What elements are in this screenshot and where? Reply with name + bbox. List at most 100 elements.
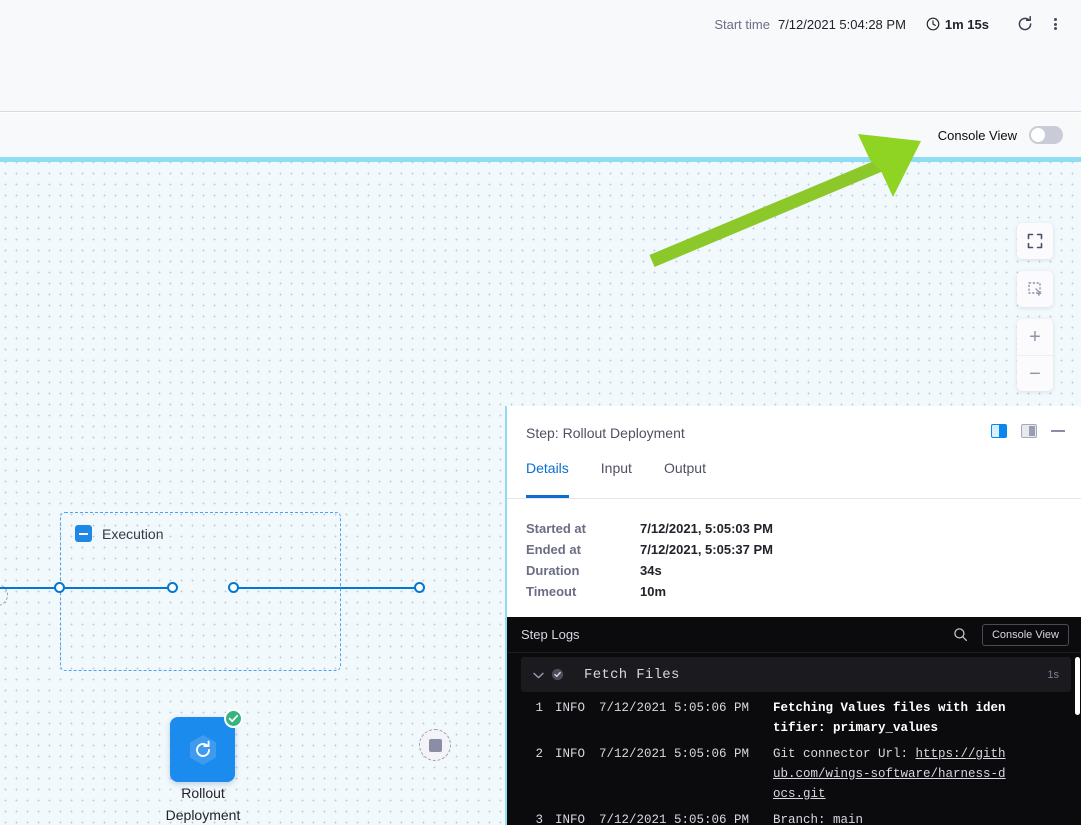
duration-group: 1m 15s xyxy=(926,17,989,32)
stop-square-icon xyxy=(428,738,442,752)
node-label-line-2: Deployment xyxy=(165,807,241,823)
port-node-in[interactable] xyxy=(167,582,178,593)
console-view-toggle[interactable] xyxy=(1029,126,1063,144)
port-end-in[interactable] xyxy=(414,582,425,593)
step-details-list: Started at 7/12/2021, 5:05:03 PM Ended a… xyxy=(507,499,1081,599)
clock-icon xyxy=(926,17,940,31)
execution-group[interactable]: Execution xyxy=(60,512,341,671)
log-line-number: 2 xyxy=(535,747,543,761)
log-group-name: Fetch Files xyxy=(584,666,680,683)
log-timestamp: 7/12/2021 5:05:06 PM xyxy=(599,813,750,825)
log-message: Branch: main xyxy=(773,813,864,825)
step-logs-actions: Console View xyxy=(953,623,1069,646)
detail-value: 7/12/2021, 5:05:03 PM xyxy=(640,521,773,536)
collapse-group-button[interactable] xyxy=(75,525,92,542)
log-message-link[interactable]: https://github.com/wings-software/harnes… xyxy=(773,747,1006,801)
detail-row: Started at 7/12/2021, 5:05:03 PM xyxy=(526,521,1081,536)
pipeline-end-node[interactable] xyxy=(419,729,451,761)
port-left-group[interactable] xyxy=(54,582,65,593)
fullscreen-icon xyxy=(1027,233,1043,249)
zoom-in-button[interactable]: + xyxy=(1017,319,1053,355)
detail-row: Timeout 10m xyxy=(526,584,1081,599)
step-panel-header: Step: Rollout Deployment xyxy=(507,406,1081,460)
tab-details[interactable]: Details xyxy=(526,460,569,498)
selection-box-icon xyxy=(1028,282,1042,296)
minus-icon: − xyxy=(1029,362,1041,385)
check-circle-icon xyxy=(224,709,243,728)
execution-group-title: Execution xyxy=(102,525,164,542)
select-area-button[interactable] xyxy=(1017,271,1053,307)
start-time-label: Start time xyxy=(714,16,770,32)
start-time-value: 7/12/2021 5:04:28 PM xyxy=(777,16,906,32)
detail-value: 7/12/2021, 5:05:37 PM xyxy=(640,542,773,557)
log-message: Fetching Values files with identifier: p… xyxy=(773,701,1006,735)
canvas-top-accent xyxy=(0,157,1081,162)
detail-value: 10m xyxy=(640,584,667,599)
step-panel-title: Step: Rollout Deployment xyxy=(526,425,685,441)
edge-start-to-node xyxy=(0,587,173,589)
port-node-out[interactable] xyxy=(228,582,239,593)
zoom-out-button[interactable]: − xyxy=(1017,355,1053,391)
step-logs-body[interactable]: Fetch Files 1s 1 INFO 7/12/2021 5:05:06 … xyxy=(507,653,1081,825)
logs-scrollbar[interactable] xyxy=(1075,657,1080,715)
logs-console-view-button[interactable]: Console View xyxy=(981,623,1069,646)
step-logs-title: Step Logs xyxy=(521,627,580,642)
detail-key: Timeout xyxy=(526,584,577,599)
minimize-icon[interactable] xyxy=(1051,430,1065,432)
console-view-label: Console View xyxy=(937,127,1017,143)
pipeline-graph: Execution Rollout xyxy=(0,157,505,825)
log-line-number: 1 xyxy=(535,701,543,715)
log-row: 3 INFO 7/12/2021 5:05:06 PM Branch: main xyxy=(521,810,1071,825)
canvas-controls: + − xyxy=(1017,223,1053,403)
detail-row: Ended at 7/12/2021, 5:05:37 PM xyxy=(526,542,1081,557)
detail-value: 34s xyxy=(640,563,662,578)
console-view-control: Console View xyxy=(938,113,1063,157)
step-logs-section: Step Logs Console View xyxy=(507,617,1081,825)
console-view-bar: Console View xyxy=(0,113,1081,157)
duration-value: 1m 15s xyxy=(944,16,989,32)
step-details-panel: Step: Rollout Deployment Details Input O… xyxy=(505,406,1081,825)
detail-key: Started at xyxy=(526,521,586,536)
rollout-deployment-node[interactable] xyxy=(170,709,243,782)
plus-icon: + xyxy=(1029,326,1041,348)
canvas-control-group-2 xyxy=(1017,271,1053,307)
log-line-number: 3 xyxy=(535,813,543,825)
log-message: Git connector Url: https://github.com/wi… xyxy=(773,744,1009,804)
node-label-line-1: Rollout xyxy=(181,785,225,801)
detail-key: Duration xyxy=(526,563,580,578)
rollout-refresh-icon xyxy=(189,734,216,765)
log-message-text: Git connector Url: xyxy=(773,747,916,761)
log-row: 2 INFO 7/12/2021 5:05:06 PM Git connecto… xyxy=(521,744,1071,804)
log-timestamp: 7/12/2021 5:05:06 PM xyxy=(599,747,750,761)
search-icon[interactable] xyxy=(953,627,968,642)
check-circle-icon xyxy=(551,668,564,681)
detail-row: Duration 34s xyxy=(526,563,1081,578)
kebab-menu-icon[interactable] xyxy=(1041,10,1069,38)
canvas-control-group-1 xyxy=(1017,223,1053,259)
log-level: INFO xyxy=(555,701,586,715)
split-panel-layout-icon[interactable] xyxy=(1021,424,1037,438)
chevron-down-icon[interactable] xyxy=(533,668,551,682)
tab-input[interactable]: Input xyxy=(600,460,632,476)
execution-meta: Start time 7/12/2021 5:04:28 PM 1m 15s xyxy=(714,8,1069,40)
edge-node-to-end xyxy=(232,587,422,589)
step-panel-tabs: Details Input Output xyxy=(507,460,1081,499)
execution-group-header: Execution xyxy=(75,525,163,542)
log-group-fetch-files[interactable]: Fetch Files 1s xyxy=(521,657,1071,692)
top-header-bar: Start time 7/12/2021 5:04:28 PM 1m 15s xyxy=(0,0,1081,112)
log-row: 1 INFO 7/12/2021 5:05:06 PM Fetching Val… xyxy=(521,698,1071,738)
log-group-duration: 1s xyxy=(1047,668,1059,681)
split-right-layout-icon[interactable] xyxy=(991,424,1007,438)
fullscreen-button[interactable] xyxy=(1017,223,1053,259)
step-logs-toolbar: Step Logs Console View xyxy=(507,617,1081,653)
log-level: INFO xyxy=(555,747,586,761)
detail-key: Ended at xyxy=(526,542,581,557)
rollout-deployment-label: Rollout Deployment xyxy=(142,782,264,825)
toggle-knob xyxy=(1031,128,1045,142)
log-level: INFO xyxy=(555,813,586,825)
log-timestamp: 7/12/2021 5:05:06 PM xyxy=(599,701,750,715)
log-lines: 1 INFO 7/12/2021 5:05:06 PM Fetching Val… xyxy=(507,692,1081,825)
refresh-icon[interactable] xyxy=(1011,10,1039,38)
step-panel-actions xyxy=(991,424,1065,438)
tab-output[interactable]: Output xyxy=(663,460,706,476)
